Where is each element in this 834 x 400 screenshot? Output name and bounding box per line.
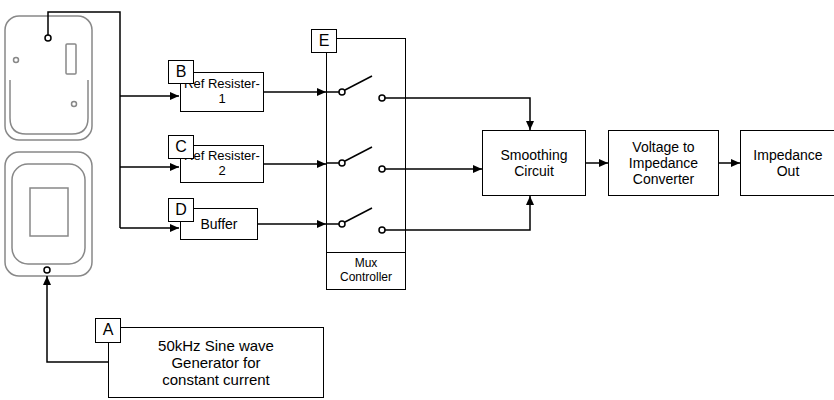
signal-connector: [258, 223, 326, 225]
signal-connector: [406, 196, 530, 230]
callout-letter: B: [168, 60, 194, 84]
signal-connector: [719, 162, 740, 164]
process-box: Smoothing Circuit: [482, 130, 586, 196]
callout-letter-text: C: [175, 138, 187, 156]
node-label: 50kHz Sine wave Generator for constant c…: [141, 337, 291, 389]
switch-symbol: [326, 76, 406, 233]
node-label: Buffer: [200, 216, 237, 232]
mux-box: Mux Controller: [326, 38, 406, 290]
callout-letter-text: A: [103, 321, 114, 339]
signal-connector: [264, 91, 326, 93]
callout-letter: D: [168, 198, 194, 222]
node-label: Impedance Out: [741, 147, 834, 179]
signal-connector: [264, 163, 326, 165]
node-label: Smoothing Circuit: [483, 147, 585, 179]
electrode-pad: [5, 16, 92, 140]
terminal-dot: [45, 35, 51, 41]
node-label: Mux Controller: [327, 252, 405, 289]
signal-connector: [406, 98, 530, 130]
signal-connector: [406, 168, 482, 170]
electrode-pad: [5, 152, 92, 276]
generator-box: 50kHz Sine wave Generator for constant c…: [108, 327, 324, 398]
callout-letter: C: [168, 135, 194, 159]
callout-letter-text: E: [319, 32, 330, 50]
signal-connector: [586, 162, 608, 164]
node-label: Voltage to Impedance Converter: [609, 139, 718, 187]
callout-letter: E: [311, 29, 337, 53]
input-wire: [48, 12, 179, 228]
callout-letter: A: [95, 318, 121, 343]
callout-letter-text: B: [176, 63, 187, 81]
output-box: Impedance Out: [740, 130, 834, 196]
terminal-dot: [44, 267, 50, 273]
callout-letter-text: D: [175, 201, 187, 219]
process-box: Voltage to Impedance Converter: [608, 130, 719, 196]
